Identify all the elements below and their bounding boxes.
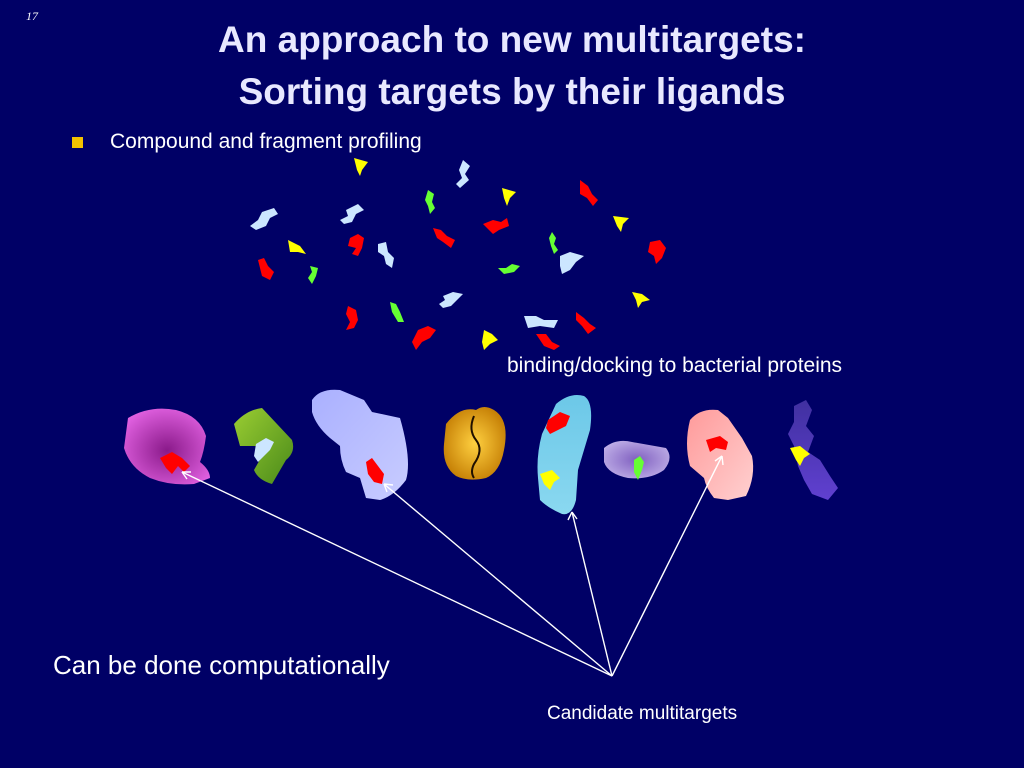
protein-gold bbox=[443, 407, 506, 480]
ligand-red-bound bbox=[706, 436, 728, 452]
arrow-to-cyan bbox=[571, 511, 613, 677]
fragment-red bbox=[348, 234, 364, 256]
arrowhead-icon bbox=[567, 511, 578, 521]
arrow-to-lavender bbox=[383, 483, 613, 677]
ligand-red-bound bbox=[366, 458, 384, 484]
fragment-lightblue bbox=[524, 316, 558, 328]
arrow-to-pink bbox=[611, 455, 723, 677]
protein-indigo bbox=[788, 400, 838, 500]
protein-magenta bbox=[124, 408, 210, 485]
fragment-green bbox=[390, 302, 404, 322]
arrowhead-icon bbox=[383, 483, 394, 493]
fragment-red bbox=[576, 312, 596, 334]
arrowhead-icon bbox=[181, 471, 191, 480]
title-line-1: An approach to new multitargets: bbox=[218, 19, 806, 60]
fragment-cloud bbox=[250, 158, 666, 350]
ligand-yellow-bound bbox=[540, 470, 560, 490]
fragment-green bbox=[308, 266, 318, 284]
fragment-red bbox=[536, 334, 560, 350]
protein-pink bbox=[687, 409, 754, 500]
arrow-to-magenta bbox=[181, 471, 613, 677]
fragment-red bbox=[648, 240, 666, 264]
bullet-text: Compound and fragment profiling bbox=[110, 130, 422, 153]
protein-targets bbox=[124, 389, 838, 515]
fragment-lightblue bbox=[439, 292, 463, 308]
title-line-2: Sorting targets by their ligands bbox=[238, 71, 786, 112]
ligand-red-bound bbox=[546, 412, 570, 434]
protein-gold-cleft bbox=[470, 415, 481, 479]
fragment-yellow bbox=[502, 188, 516, 206]
fragment-lightblue bbox=[560, 252, 584, 274]
bullet-square-icon bbox=[72, 136, 83, 148]
arrowhead-icon bbox=[714, 455, 724, 466]
ligand-yellow-bound bbox=[790, 446, 810, 466]
candidate-arrows bbox=[181, 455, 724, 677]
fragment-red bbox=[580, 180, 598, 206]
ligand-lightblue-bound bbox=[254, 438, 274, 462]
fragment-green bbox=[425, 190, 435, 214]
slide-title: An approach to new multitargets: Sorting… bbox=[0, 14, 1024, 118]
fragment-red bbox=[258, 258, 274, 280]
candidate-caption: Candidate multitargets bbox=[547, 703, 738, 724]
bullet-item: Compound and fragment profiling bbox=[72, 130, 422, 154]
protein-lavender bbox=[312, 389, 408, 500]
fragment-red bbox=[483, 218, 509, 234]
computational-caption: Can be done computationally bbox=[53, 650, 390, 680]
fragment-green bbox=[549, 232, 558, 254]
fragment-yellow bbox=[632, 292, 650, 308]
fragment-yellow bbox=[354, 158, 368, 176]
protein-cyan bbox=[537, 395, 592, 515]
fragment-lightblue bbox=[250, 208, 278, 230]
slide-number: 17 bbox=[26, 9, 38, 23]
fragment-lightblue bbox=[340, 204, 364, 224]
ligand-red-bound bbox=[160, 452, 190, 474]
fragment-yellow bbox=[613, 216, 629, 232]
fragment-yellow bbox=[482, 330, 498, 350]
ligand-green-bound bbox=[634, 456, 644, 480]
fragment-green bbox=[498, 264, 520, 274]
fragment-red bbox=[346, 306, 358, 330]
fragment-lightblue bbox=[456, 160, 470, 188]
fragment-yellow bbox=[288, 240, 306, 254]
binding-caption: binding/docking to bacterial proteins bbox=[507, 354, 843, 377]
fragment-red bbox=[433, 228, 455, 248]
fragment-red bbox=[412, 326, 436, 350]
fragment-lightblue bbox=[378, 242, 394, 268]
